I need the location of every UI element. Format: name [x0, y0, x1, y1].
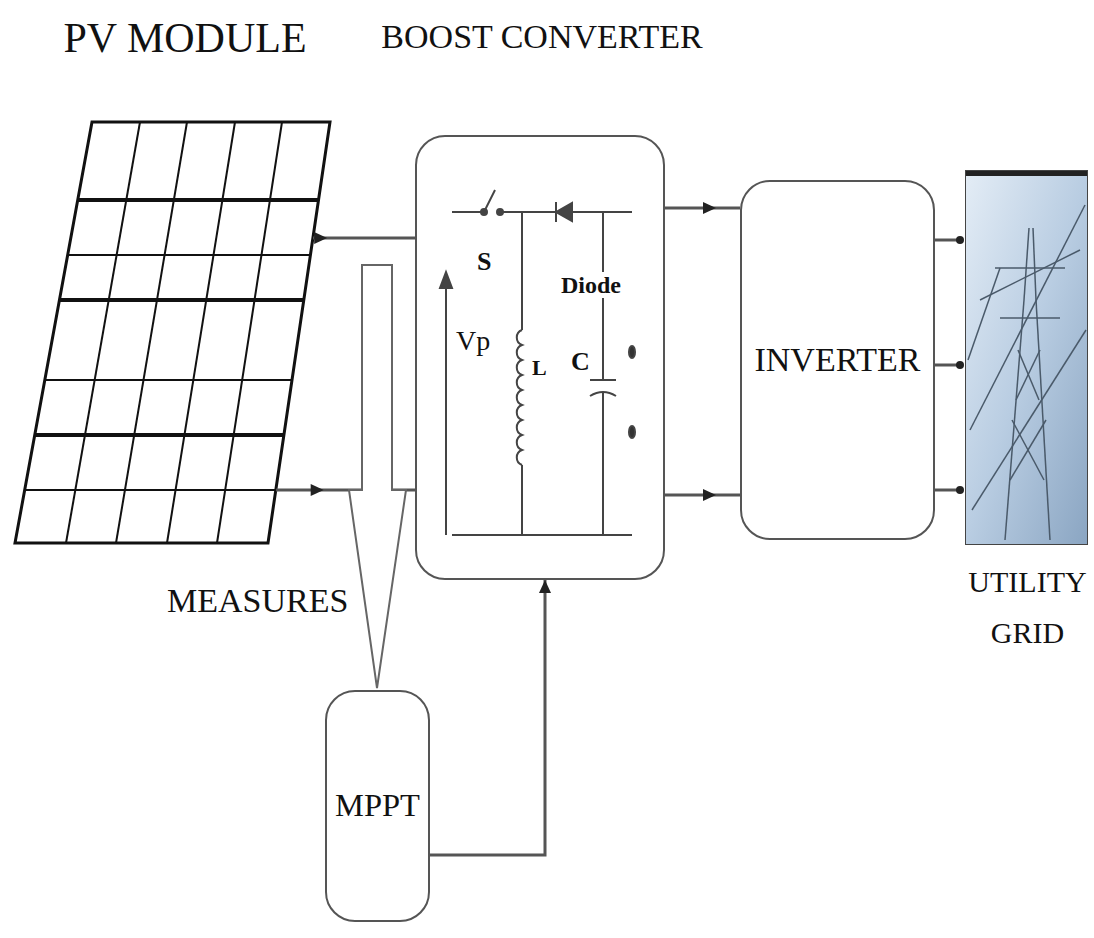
pv-panel [15, 122, 330, 543]
measures-label: MEASURES [166, 582, 349, 619]
cell-line [45, 379, 292, 381]
cell-line [25, 489, 276, 491]
wire-connector [665, 207, 740, 210]
cell-line [78, 198, 319, 202]
measures-arrow [349, 265, 406, 688]
node-label: MPPT [335, 787, 420, 824]
cell-line [68, 254, 311, 256]
capacitor-label: C [570, 348, 591, 377]
pv-cell-grid [25, 122, 319, 543]
cell-line [217, 122, 282, 543]
wire-connector [313, 237, 415, 240]
terminal-dot [956, 361, 964, 369]
arrowhead [311, 484, 324, 496]
pv-module: PV MODULE [15, 122, 330, 543]
mppt-box: MPPT [325, 690, 430, 922]
wire-connector [430, 580, 545, 855]
inductor-label: L [531, 356, 548, 380]
cell-line [167, 122, 235, 543]
arrowhead [314, 232, 327, 244]
switch-label: S [476, 248, 492, 277]
terminal-dot [956, 486, 964, 494]
cell-line [66, 122, 140, 543]
wire-connector [665, 494, 740, 497]
arrowhead [703, 489, 716, 501]
arrowhead [703, 202, 716, 214]
diode-label: Diode [560, 272, 622, 298]
node-heading: UTILITY GRID [966, 556, 1089, 658]
terminal-dot [956, 236, 964, 244]
utility-grid-box: UTILITY GRID [965, 170, 1088, 545]
node-label: INVERTER [754, 340, 920, 379]
node-heading: BOOST CONVERTER [357, 17, 727, 56]
cell-line [35, 433, 284, 437]
voltage-label: Vp [455, 326, 491, 357]
inverter-box: INVERTER [740, 180, 935, 540]
utility-grid-picture [965, 170, 1088, 545]
cell-line [59, 298, 303, 302]
node-heading: PV MODULE [15, 14, 355, 62]
boost-circuit [440, 190, 635, 535]
arrowhead [539, 580, 551, 593]
